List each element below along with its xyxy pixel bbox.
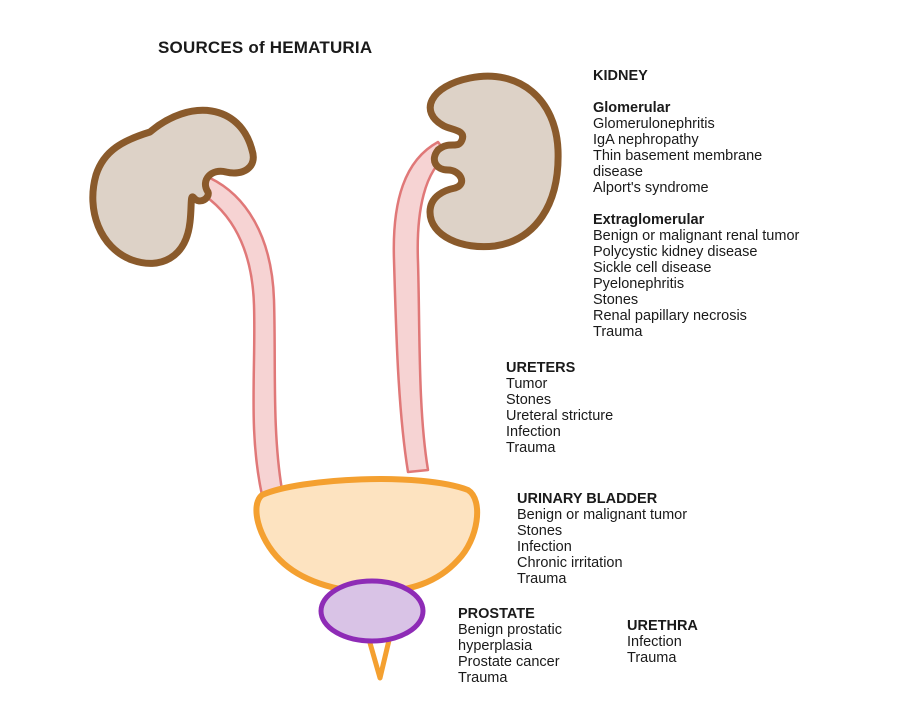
bladder-item: Benign or malignant tumor [517,507,688,523]
prostate-item: Prostate cancer [458,654,560,670]
diagram-title: SOURCES of HEMATURIA [158,38,373,57]
glomerular-item: IgA nephropathy [593,132,699,148]
ureters-item: Ureteral stricture [506,408,614,424]
extraglomerular-item: Polycystic kidney disease [593,244,758,260]
urinary-bladder [253,476,481,595]
urethra [365,635,393,681]
bladder-item: Trauma [517,571,567,587]
prostate-heading: PROSTATE [458,606,535,622]
extraglomerular-item: Benign or malignant renal tumor [593,228,800,244]
glomerular-heading: Glomerular [593,100,671,116]
prostate-item: hyperplasia [458,638,533,654]
ureters-item: Tumor [506,376,548,392]
bladder-item: Stones [517,523,563,539]
urethra-causes: URETHRA Infection Trauma [627,618,698,666]
extraglomerular-item: Stones [593,292,639,308]
prostate-item: Trauma [458,670,508,686]
prostate [318,578,426,644]
extraglomerular-item: Renal papillary necrosis [593,308,747,324]
glomerular-item: Alport's syndrome [593,180,709,196]
urethra-item: Infection [627,634,682,650]
ureters-item: Infection [506,424,561,440]
glomerular-item: disease [593,164,643,180]
extraglomerular-item: Pyelonephritis [593,276,685,292]
glomerular-item: Glomerulonephritis [593,116,715,132]
left-kidney [89,106,257,267]
kidney-heading: KIDNEY [593,68,648,84]
right-ureter [392,140,450,474]
left-ureter [190,176,284,497]
prostate-causes: PROSTATE Benign prostatic hyperplasia Pr… [458,606,562,686]
prostate-item: Benign prostatic [458,622,562,638]
ureters-item: Trauma [506,440,556,456]
right-kidney [426,72,562,251]
ureters-causes: URETERS Tumor Stones Ureteral stricture … [506,360,613,456]
kidney-causes: KIDNEY Glomerular Glomerulonephritis IgA… [593,68,799,340]
extraglomerular-heading: Extraglomerular [593,212,705,228]
bladder-item: Chronic irritation [517,555,623,571]
urethra-item: Trauma [627,650,677,666]
extraglomerular-item: Sickle cell disease [593,260,712,276]
bladder-heading: URINARY BLADDER [517,491,658,507]
ureters-heading: URETERS [506,360,576,376]
ureters-item: Stones [506,392,552,408]
glomerular-item: Thin basement membrane [593,148,763,164]
urethra-heading: URETHRA [627,618,698,634]
bladder-item: Infection [517,539,572,555]
bladder-causes: URINARY BLADDER Benign or malignant tumo… [517,491,687,587]
extraglomerular-item: Trauma [593,324,643,340]
